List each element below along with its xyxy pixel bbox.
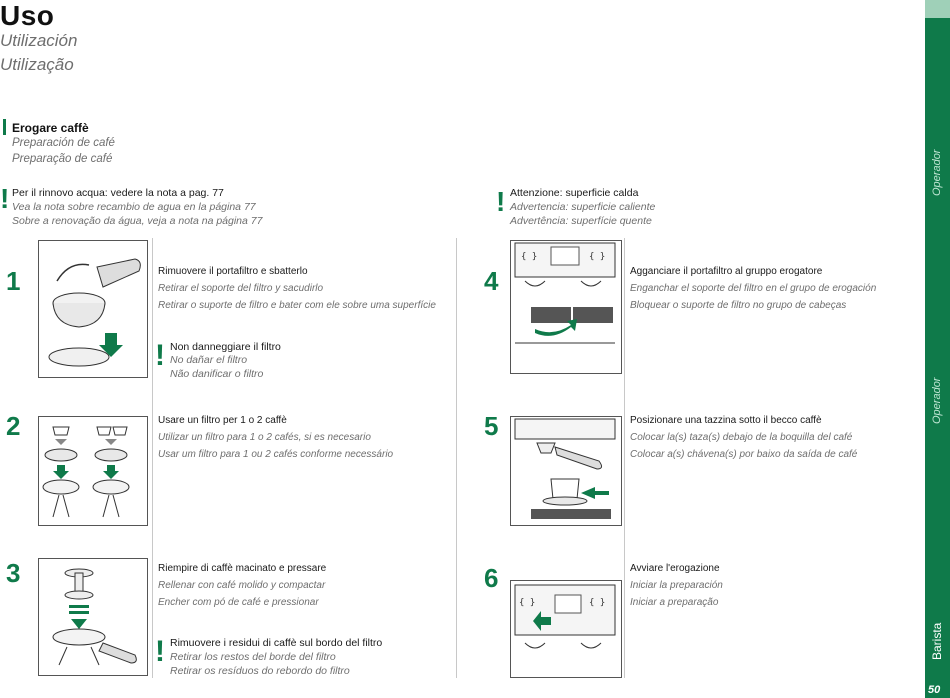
- step-3-it: Riempire di caffè macinato e pressare: [158, 560, 326, 577]
- step-number: 2: [6, 411, 20, 442]
- step-2-es: Utilizar un filtro para 1 o 2 cafés, si …: [158, 429, 371, 446]
- svg-text:{ }: { }: [589, 252, 605, 262]
- step-6-it: Avviare l'erogazione: [630, 560, 720, 577]
- page-subtitle-es: Utilización: [0, 31, 77, 51]
- warn-filter-it: Non danneggiare il filtro: [170, 340, 281, 354]
- warn-residue-it: Rimuovere i residui di caffè sul bordo d…: [170, 636, 382, 650]
- step-1-es: Retirar el soporte del filtro y sacudirl…: [158, 280, 323, 297]
- filter-basket-icon: [39, 417, 147, 525]
- step-1-pt: Retirar o suporte de filtro e bater com …: [158, 297, 436, 314]
- step-3-illustration: [38, 558, 148, 676]
- column-divider: [152, 238, 153, 678]
- page-subtitle-pt: Utilização: [0, 55, 74, 75]
- step-3-es: Rellenar con café molido y compactar: [158, 577, 325, 594]
- warning-icon: !: [155, 638, 165, 666]
- machine-group-icon: { } { }: [511, 241, 621, 373]
- warn-residue-pt: Retirar os resíduos do rebordo do filtro: [170, 664, 350, 678]
- note-water-es: Vea la nota sobre recambio de agua en la…: [12, 200, 256, 214]
- note-water-pt: Sobre a renovação da água, veja a nota n…: [12, 214, 262, 228]
- step-number: 1: [6, 266, 20, 297]
- step-number: 6: [484, 563, 498, 594]
- step-2-pt: Usar um filtro para 1 ou 2 cafés conform…: [158, 446, 393, 463]
- step-5-pt: Colocar a(s) chávena(s) por baixo da saí…: [630, 446, 857, 463]
- step-4-pt: Bloquear o suporte de filtro no grupo de…: [630, 297, 846, 314]
- sidebar-label-operador: Operador: [931, 150, 943, 196]
- section-title-es: Preparación de café: [12, 137, 115, 149]
- section-marker: [3, 119, 6, 135]
- section-title: Erogare caffè: [12, 121, 89, 135]
- step-1-illustration: [38, 240, 148, 378]
- step-number: 3: [6, 558, 20, 589]
- svg-text:{ }: { }: [521, 252, 537, 262]
- step-3-pt: Encher com pó de café e pressionar: [158, 594, 319, 611]
- warning-icon: !: [155, 342, 165, 370]
- sidebar-accent: [925, 0, 950, 18]
- portafilter-knock-icon: [39, 241, 147, 377]
- note-water-it: Per il rinnovo acqua: vedere la nota a p…: [12, 186, 224, 200]
- note-hot-es: Advertencia: superficie caliente: [510, 200, 655, 214]
- cup-under-spout-icon: [511, 417, 621, 525]
- step-4-it: Agganciare il portafiltro al gruppo erog…: [630, 263, 822, 280]
- step-number: 4: [484, 266, 498, 297]
- warn-residue-es: Retirar los restos del borde del filtro: [170, 650, 336, 664]
- note-hot-it: Attenzione: superficie calda: [510, 186, 638, 200]
- sidebar-label-operador: Operador: [931, 378, 943, 424]
- step-4-illustration: { } { }: [510, 240, 622, 374]
- step-5-es: Colocar la(s) taza(s) debajo de la boqui…: [630, 429, 852, 446]
- start-brew-icon: { } { }: [511, 581, 621, 677]
- step-number: 5: [484, 411, 498, 442]
- svg-text:{ }: { }: [589, 598, 605, 608]
- tamper-icon: [39, 559, 147, 675]
- warning-icon: !: [0, 185, 9, 213]
- step-2-illustration: [38, 416, 148, 526]
- step-4-es: Enganchar el soporte del filtro en el gr…: [630, 280, 876, 297]
- warn-filter-pt: Não danificar o filtro: [170, 367, 263, 381]
- svg-text:{ }: { }: [519, 598, 535, 608]
- step-6-es: Iniciar la preparación: [630, 577, 723, 594]
- column-divider: [624, 238, 625, 678]
- step-5-illustration: [510, 416, 622, 526]
- section-title-pt: Preparação de café: [12, 153, 112, 165]
- sidebar-label-barista: Barista: [930, 623, 944, 660]
- sidebar: [925, 0, 950, 698]
- warning-icon: !: [496, 188, 505, 216]
- page-number: 50: [928, 684, 940, 696]
- step-6-pt: Iniciar a preparação: [630, 594, 718, 611]
- column-divider: [456, 238, 457, 678]
- step-1-it: Rimuovere il portafiltro e sbatterlo: [158, 263, 308, 280]
- step-6-illustration: { } { }: [510, 580, 622, 678]
- page-title: Uso: [0, 0, 54, 32]
- warn-filter-es: No dañar el filtro: [170, 353, 247, 367]
- step-2-it: Usare un filtro per 1 o 2 caffè: [158, 412, 287, 429]
- note-hot-pt: Advertência: superfície quente: [510, 214, 652, 228]
- step-5-it: Posizionare una tazzina sotto il becco c…: [630, 412, 822, 429]
